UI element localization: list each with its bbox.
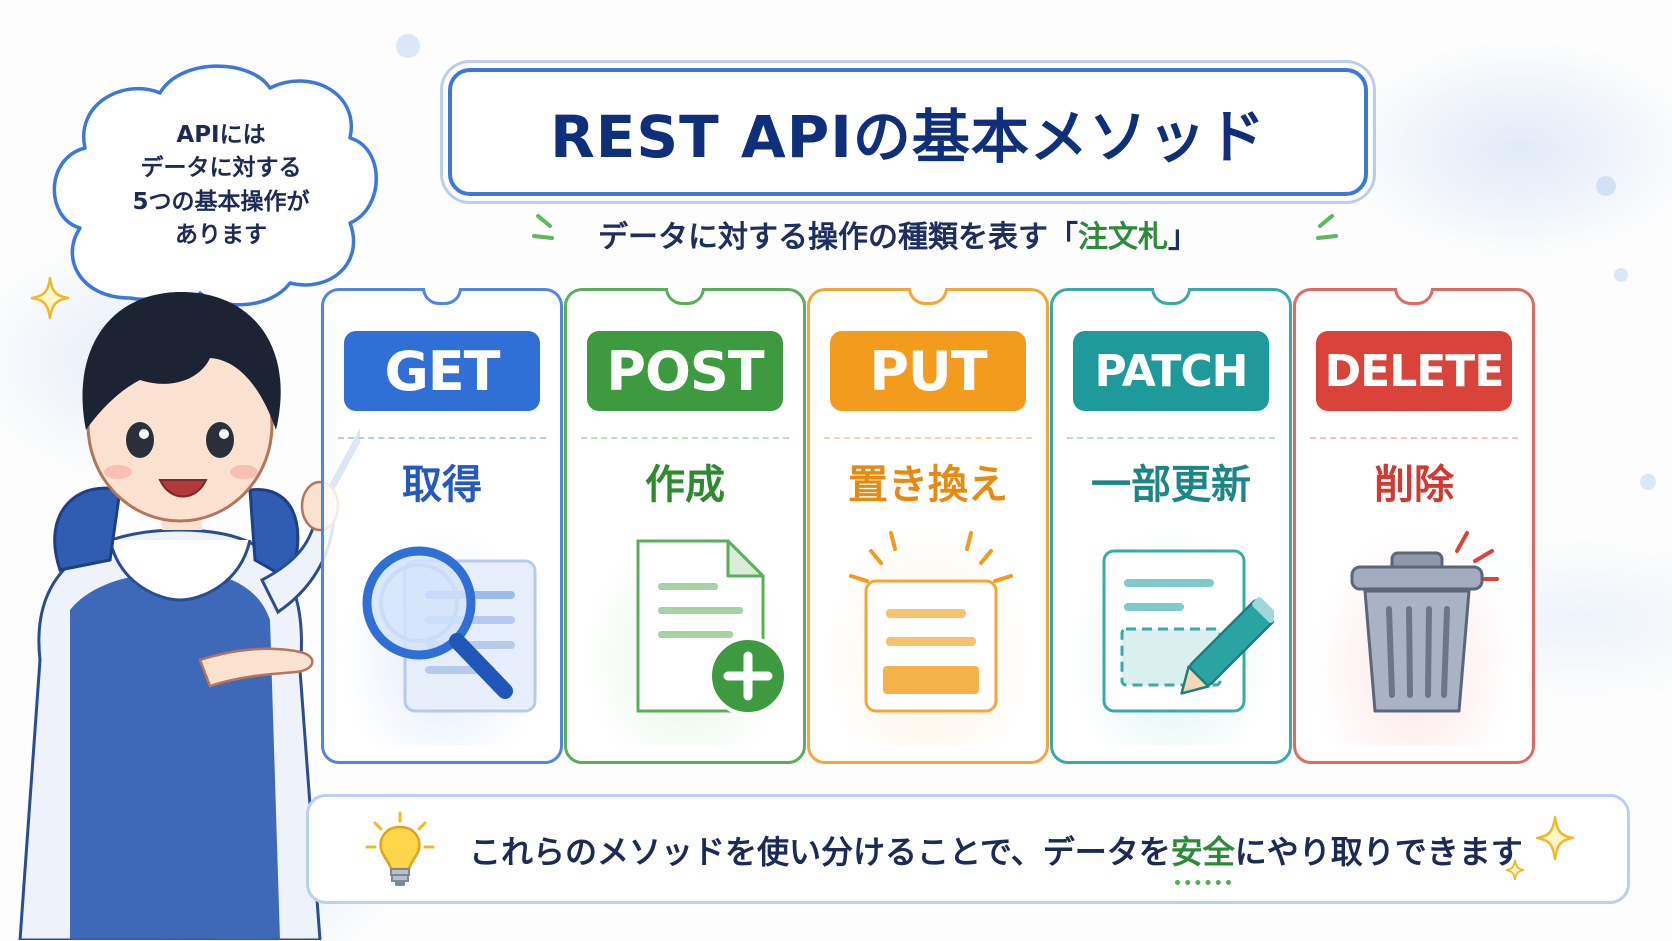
- magnifier-document-icon: [362, 546, 537, 713]
- spark-lines-left-icon: [532, 214, 554, 240]
- small-sparkle-icon: [1505, 859, 1525, 881]
- sparkle-icon: [1535, 815, 1575, 861]
- card-divider: [338, 437, 546, 439]
- method-badge: DELETE: [1316, 331, 1512, 411]
- method-meaning: 一部更新: [1091, 462, 1251, 508]
- card-notch: [1394, 288, 1434, 305]
- subtitle-prefix: データに対する操作の種類を表す「: [598, 220, 1078, 255]
- card-divider: [1067, 437, 1275, 439]
- method-card-patch: PATCH 一部更新: [1050, 288, 1292, 764]
- method-badge: POST: [587, 331, 783, 411]
- method-badge: PUT: [830, 331, 1026, 411]
- card-divider: [1310, 437, 1518, 439]
- method-card-post: POST 作成: [564, 288, 806, 764]
- new-document-plus-icon: [636, 539, 788, 716]
- speech-bubble: [52, 64, 378, 330]
- method-card-get: GET 取得: [321, 288, 563, 764]
- sparkle-icon: [30, 276, 70, 320]
- bubble-line: データに対する: [140, 155, 302, 182]
- subtitle-keyword: 注文札: [1078, 220, 1168, 255]
- card-divider: [581, 437, 789, 439]
- method-meaning: 置き換え: [848, 462, 1008, 508]
- bubble-line: 5つの基本操作が: [132, 188, 310, 215]
- page-title: REST APIの基本メソッド: [550, 103, 1266, 171]
- note-prefix: これらのメソッドを使い分けることで、データを: [469, 833, 1171, 871]
- note-suffix: にやり取りできます: [1234, 833, 1523, 871]
- card-notch: [665, 288, 705, 305]
- spark-lines-right-icon: [1316, 214, 1338, 240]
- method-badge: GET: [344, 331, 540, 411]
- method-meaning: 取得: [402, 462, 482, 508]
- lightbulb-icon: [365, 811, 435, 886]
- subtitle-suffix: 」: [1168, 220, 1198, 255]
- method-card-put: PUT 置き換え: [807, 288, 1049, 764]
- bubble-line: あります: [175, 221, 267, 248]
- card-notch: [1151, 288, 1191, 305]
- bubble-line: APIには: [176, 121, 266, 148]
- method-card-delete: DELETE 削除: [1293, 288, 1535, 764]
- card-notch: [908, 288, 948, 305]
- title-banner: REST APIの基本メソッド: [448, 68, 1368, 196]
- bottom-note: これらのメソッドを使い分けることで、データを安全にやり取りできます: [306, 794, 1630, 904]
- replace-document-icon: [849, 531, 1013, 713]
- method-badge: PATCH: [1073, 331, 1269, 411]
- method-meaning: 作成: [645, 462, 725, 508]
- edit-document-pencil-icon: [1102, 549, 1274, 713]
- card-divider: [824, 437, 1032, 439]
- subtitle: データに対する操作の種類を表す「注文札」: [548, 212, 1248, 256]
- decor-dot: [1640, 474, 1656, 490]
- decor-dot: [1596, 176, 1616, 196]
- card-notch: [422, 288, 462, 305]
- trash-can-icon: [1350, 531, 1499, 713]
- note-text: これらのメソッドを使い分けることで、データを安全にやり取りできます: [469, 825, 1523, 885]
- speech-bubble-text: APIには データに対する 5つの基本操作が あります: [88, 98, 354, 273]
- decor-dot: [1614, 268, 1628, 282]
- decor-dot: [396, 34, 420, 58]
- note-highlight: 安全: [1171, 827, 1235, 885]
- method-meaning: 削除: [1374, 462, 1454, 508]
